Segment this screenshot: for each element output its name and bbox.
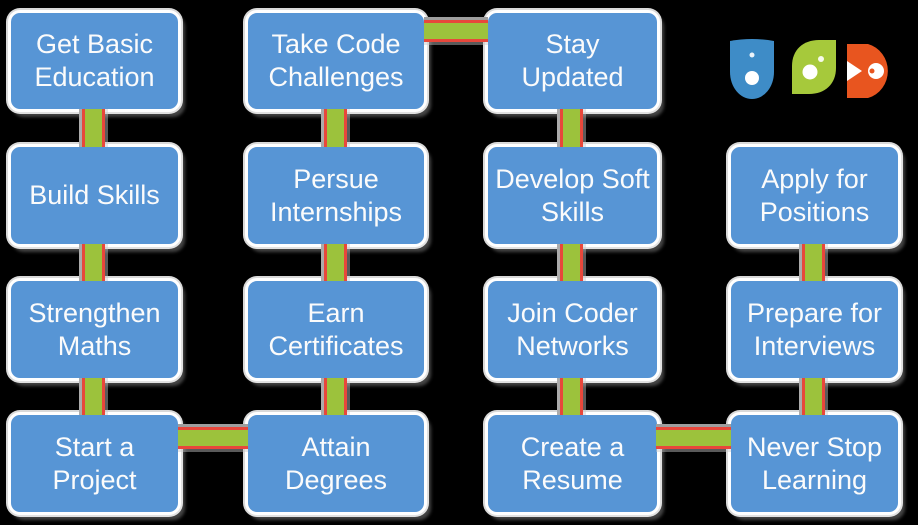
logo-u-icon — [728, 38, 776, 107]
connector-col3-r3-r4 — [560, 378, 583, 415]
connector-col1-r2-r3 — [82, 244, 105, 281]
node-attain-degrees: Attain Degrees — [245, 412, 427, 515]
connector-col3-r2-r3 — [560, 244, 583, 281]
connector-col4-r3-r4 — [802, 378, 825, 415]
connector-col4-r2-r3 — [802, 244, 825, 281]
connector-col1-r3-r4 — [82, 378, 105, 415]
node-develop-soft-skills: Develop Soft Skills — [485, 144, 660, 247]
connector-row4-col3-col4 — [656, 427, 731, 449]
connector-col3-r1-r2 — [560, 109, 583, 147]
node-earn-certificates: Earn Certificates — [245, 278, 427, 381]
connector-col2-r2-r3 — [324, 244, 347, 281]
logo-d-icon — [845, 42, 897, 105]
node-persue-internships: Persue Internships — [245, 144, 427, 247]
brand-logo — [728, 36, 900, 102]
node-prepare-for-interviews: Prepare for Interviews — [728, 278, 901, 381]
node-never-stop-learning: Never Stop Learning — [728, 412, 901, 515]
node-create-a-resume: Create a Resume — [485, 412, 660, 515]
node-join-coder-networks: Join Coder Networks — [485, 278, 660, 381]
connector-col1-r1-r2 — [82, 109, 105, 147]
connector-row1-col2-col3 — [424, 20, 488, 42]
node-get-basic-education: Get Basic Education — [8, 10, 181, 112]
node-apply-for-positions: Apply for Positions — [728, 144, 901, 247]
connector-col2-r1-r2 — [324, 109, 347, 147]
node-strengthen-maths: Strengthen Maths — [8, 278, 181, 381]
logo-leaf-icon — [789, 36, 839, 103]
node-stay-updated: Stay Updated — [485, 10, 660, 112]
node-take-code-challenges: Take Code Challenges — [245, 10, 427, 112]
connector-row4-col1-col2 — [178, 427, 248, 449]
connector-col2-r3-r4 — [324, 378, 347, 415]
node-build-skills: Build Skills — [8, 144, 181, 247]
node-start-a-project: Start a Project — [8, 412, 181, 515]
